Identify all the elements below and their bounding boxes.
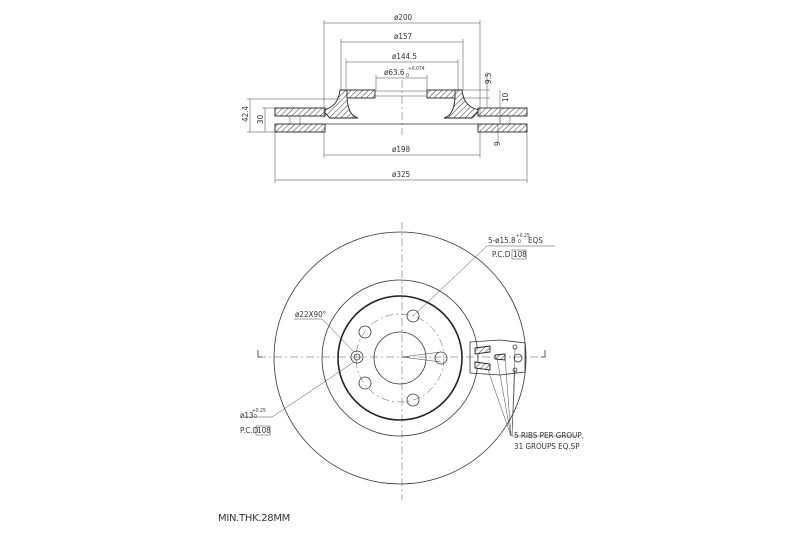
dim-h30: 30 — [256, 114, 265, 124]
section-view: ø200 ø157 ø144.5 ø63.6 +0.074 0 ø198 ø32… — [241, 13, 528, 183]
svg-text:+0.25: +0.25 — [516, 233, 530, 239]
bolt-hole — [406, 309, 420, 323]
ribs-leader — [487, 347, 578, 437]
svg-text:+0.25: +0.25 — [252, 408, 266, 414]
outer-plate-left — [274, 107, 326, 117]
dim-h9-5: 9.5 — [484, 73, 493, 84]
outer-plate-right — [477, 107, 528, 117]
pcd2-value: 108 — [257, 426, 271, 435]
svg-text:0: 0 — [254, 414, 257, 420]
locator-hole — [350, 350, 364, 364]
disc-outer-circle — [273, 231, 527, 485]
dim-h42-4: 42.4 — [241, 106, 250, 122]
inner-plate-right — [477, 123, 528, 133]
inner-plate-left — [274, 123, 326, 133]
chamfer-leader — [294, 318, 355, 353]
pcd-value: 108 — [513, 250, 527, 259]
hat-circle — [337, 295, 463, 421]
bolt-hole — [434, 351, 448, 365]
dim-d144-5: ø144.5 — [392, 52, 417, 61]
dim-d157: ø157 — [394, 32, 412, 41]
dim-h9: 9 — [493, 141, 502, 146]
ribs-label-line2: 31 GROUPS EQ.SP — [514, 442, 580, 451]
dim-d63-tol-lower: 0 — [406, 73, 409, 79]
min-thickness-note: MIN.THK.28MM — [218, 513, 290, 524]
locator-label: ø13 — [240, 411, 254, 420]
dim-d198: ø198 — [392, 145, 411, 154]
friction-inner-circle — [321, 279, 479, 437]
hub-bore — [374, 90, 428, 97]
section-marks — [257, 350, 546, 358]
dim-d63-6: ø63.6 — [384, 68, 405, 77]
pcd2-label: P.C.D — [240, 426, 259, 435]
svg-text:EQS: EQS — [528, 236, 543, 245]
hat-wall-right — [443, 89, 481, 119]
dim-d200: ø200 — [394, 13, 413, 22]
dim-d63-tol-upper: +0.074 — [408, 66, 425, 72]
ribs-label-line1: 5 RIBS PER GROUP, — [514, 431, 584, 440]
hat-wall-left — [321, 89, 359, 119]
face-view: 5-ø15.8 +0.25 0 EQS P.C.D 108 ø22X90° ø1… — [240, 222, 584, 500]
bolt-hole — [406, 393, 420, 407]
rib-cutaway — [469, 339, 526, 376]
center-bore — [373, 331, 427, 385]
bolt-holes — [350, 309, 448, 407]
dim-h10: 10 — [501, 92, 510, 102]
pcd-circle — [355, 313, 445, 403]
bolt-hole — [358, 325, 372, 339]
chamfer-label: ø22X90° — [295, 310, 326, 319]
dim-d325: ø325 — [392, 170, 410, 179]
svg-text:0: 0 — [518, 239, 521, 245]
bolt-hole-label: 5-ø15.8 — [488, 236, 516, 245]
locator-leader — [244, 361, 355, 418]
bolt-hole — [358, 376, 372, 390]
bolt-leader — [412, 245, 555, 317]
pcd-label: P.C.D — [492, 250, 511, 259]
